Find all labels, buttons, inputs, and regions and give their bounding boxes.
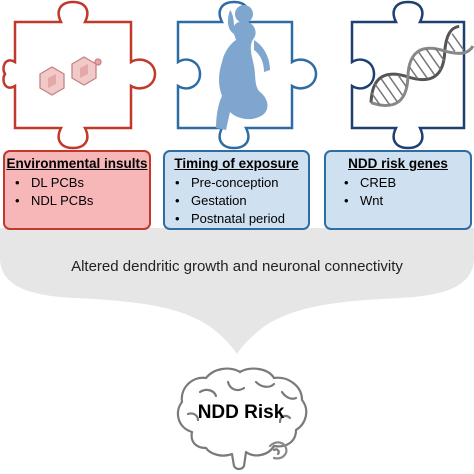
environmental-insults-box: Environmental insults •DL PCBs •NDL PCBs	[3, 150, 151, 230]
timing-of-exposure-title: Timing of exposure	[174, 156, 299, 171]
environmental-insults-list: •DL PCBs •NDL PCBs	[15, 174, 93, 210]
list-item: •Wnt	[344, 193, 384, 208]
environmental-insults-title: Environmental insults	[6, 156, 148, 171]
convergence-funnel	[0, 228, 474, 354]
timing-puzzle-piece	[176, 0, 318, 150]
list-item: •DL PCBs	[15, 175, 84, 190]
timing-of-exposure-box: Timing of exposure •Pre-conception •Gest…	[163, 150, 310, 230]
list-item: •CREB	[344, 175, 397, 190]
pcb-molecule-icon	[39, 56, 102, 96]
pregnant-woman-icon	[216, 5, 270, 130]
environmental-puzzle-piece	[2, 0, 157, 150]
ndd-risk-genes-list: •CREB •Wnt	[344, 174, 396, 210]
mechanism-statement: Altered dendritic growth and neuronal co…	[71, 258, 403, 275]
timing-of-exposure-list: •Pre-conception •Gestation •Postnatal pe…	[175, 174, 285, 228]
list-item: •Pre-conception	[175, 175, 279, 190]
ndd-risk-genes-box: NDD risk genes •CREB •Wnt	[324, 150, 472, 230]
genes-puzzle-piece	[350, 0, 474, 150]
ndd-risk-genes-title: NDD risk genes	[348, 156, 448, 171]
ndd-risk-label: NDD Risk	[197, 402, 285, 423]
list-item: •Gestation	[175, 193, 247, 208]
brain-icon	[176, 367, 308, 471]
list-item: •Postnatal period	[175, 211, 285, 226]
dna-helix-icon	[369, 24, 474, 107]
list-item: •NDL PCBs	[15, 193, 94, 208]
